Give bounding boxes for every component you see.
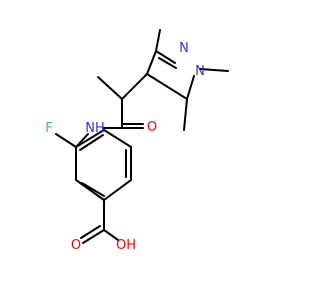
bond bbox=[103, 129, 132, 148]
atom-label-nh: NH bbox=[85, 121, 105, 136]
bond bbox=[82, 229, 105, 244]
bond bbox=[186, 75, 195, 100]
structure-diagram: N N NH O F O OH bbox=[45, 29, 229, 253]
molecule-canvas: N N NH O F O OH bbox=[45, 29, 229, 253]
bond bbox=[81, 182, 105, 197]
bond bbox=[146, 73, 188, 100]
atom-label-n-methyl: N bbox=[195, 64, 205, 79]
bond bbox=[103, 179, 132, 201]
bond bbox=[155, 50, 176, 64]
bond bbox=[79, 134, 104, 151]
bond bbox=[55, 133, 77, 148]
bond bbox=[121, 73, 148, 100]
bond bbox=[158, 57, 177, 69]
atom-label-o-acid: O bbox=[71, 238, 81, 253]
bond bbox=[199, 68, 229, 72]
atom-label-oh: OH bbox=[116, 238, 136, 253]
atom-label-o-amide: O bbox=[147, 120, 157, 135]
bond bbox=[80, 225, 101, 239]
bond bbox=[146, 50, 157, 75]
bond bbox=[155, 29, 161, 52]
bond bbox=[103, 229, 119, 241]
bond bbox=[75, 129, 105, 148]
bond bbox=[75, 179, 105, 201]
bond bbox=[183, 98, 188, 131]
atom-label-f: F bbox=[45, 121, 52, 136]
atom-label-n: N bbox=[179, 41, 189, 56]
bond bbox=[97, 76, 123, 100]
